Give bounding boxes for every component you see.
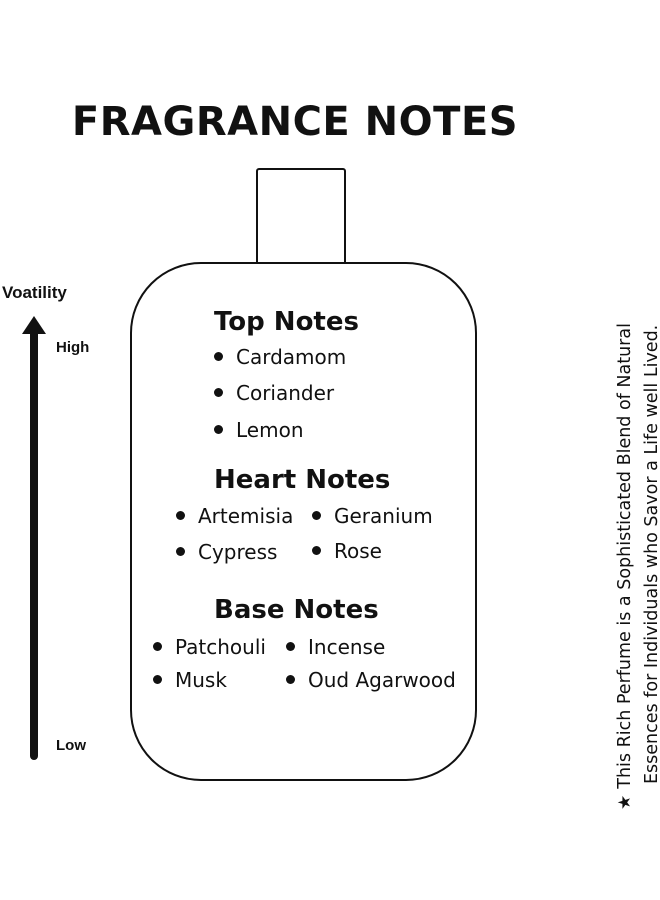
bullet-icon (153, 642, 162, 651)
side-description-line: Essences for Individuals who Savor a Lif… (639, 250, 660, 810)
bullet-icon (214, 388, 223, 397)
page-title: FRAGRANCE NOTES (71, 99, 519, 145)
bullet-icon (286, 675, 295, 684)
bullet-icon (286, 642, 295, 651)
heart-note-label: Artemisia (198, 504, 294, 528)
star-icon: ★ (615, 794, 635, 810)
base-notes-heading: Base Notes (214, 595, 379, 625)
base-note-label: Oud Agarwood (308, 668, 456, 692)
base-note-item: Patchouli (153, 635, 266, 659)
heart-notes-heading: Heart Notes (214, 465, 391, 495)
side-description-text: This Rich Perfume is a Sophisticated Ble… (615, 323, 635, 789)
heart-note-label: Geranium (334, 504, 433, 528)
heart-note-label: Rose (334, 539, 382, 563)
bullet-icon (153, 675, 162, 684)
base-note-label: Patchouli (175, 635, 266, 659)
base-note-item: Oud Agarwood (286, 668, 456, 692)
bottle-cap (256, 168, 346, 265)
top-note-label: Lemon (236, 418, 304, 442)
base-note-item: Incense (286, 635, 385, 659)
heart-note-item: Rose (312, 539, 382, 563)
heart-note-item: Artemisia (176, 504, 293, 528)
top-note-item: Coriander (214, 381, 334, 405)
side-description: ★ This Rich Perfume is a Sophisticated Bl… (612, 250, 660, 810)
side-description-line: ★ This Rich Perfume is a Sophisticated Bl… (612, 250, 639, 810)
bullet-icon (176, 547, 185, 556)
volatility-axis-label: Voatility (2, 283, 67, 302)
volatility-arrow-head (22, 316, 46, 334)
base-note-label: Musk (175, 668, 227, 692)
bullet-icon (312, 546, 321, 555)
volatility-low-label: Low (56, 737, 86, 754)
bullet-icon (214, 352, 223, 361)
bullet-icon (214, 425, 223, 434)
top-notes-heading: Top Notes (214, 307, 359, 337)
base-note-item: Musk (153, 668, 227, 692)
bullet-icon (312, 511, 321, 520)
base-note-label: Incense (308, 635, 386, 659)
volatility-high-label: High (56, 339, 90, 356)
heart-note-item: Cypress (176, 540, 277, 564)
top-note-label: Cardamom (236, 345, 347, 369)
top-note-item: Lemon (214, 418, 304, 442)
heart-note-label: Cypress (198, 540, 278, 564)
bullet-icon (176, 511, 185, 520)
side-description-text: Essences for Individuals who Savor a Lif… (642, 324, 660, 784)
heart-note-item: Geranium (312, 504, 433, 528)
top-note-item: Cardamom (214, 345, 346, 369)
top-note-label: Coriander (236, 381, 335, 405)
